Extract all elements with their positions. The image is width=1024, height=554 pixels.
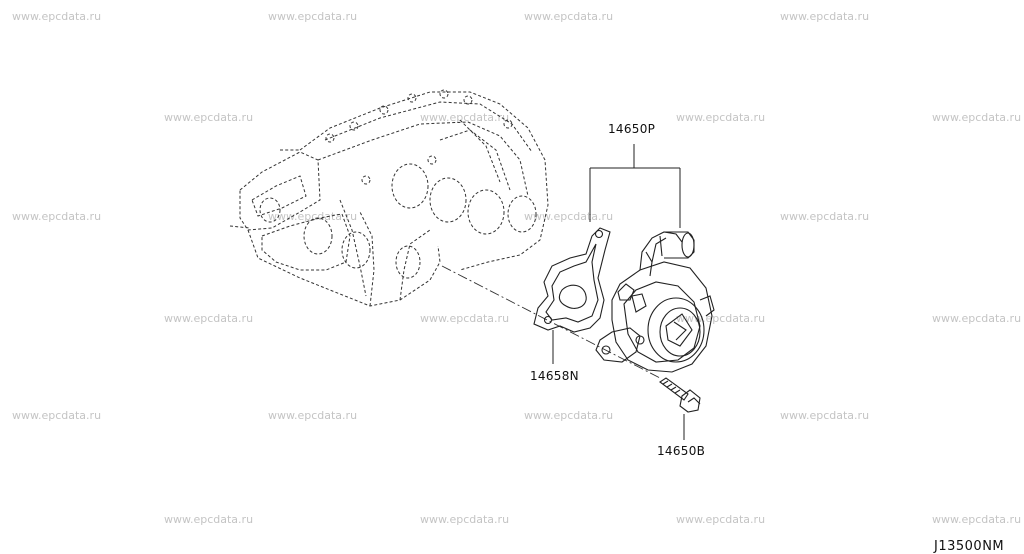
watermark: www.epcdata.ru: [780, 409, 869, 422]
watermark: www.epcdata.ru: [420, 312, 509, 325]
watermark: www.epcdata.ru: [12, 210, 101, 223]
watermark: www.epcdata.ru: [524, 10, 613, 23]
watermark: www.epcdata.ru: [780, 210, 869, 223]
diagram-code: J13500NM: [933, 539, 1004, 554]
bolt-shape: [659, 377, 701, 413]
watermark: www.epcdata.ru: [780, 10, 869, 23]
gasket-shape: [533, 227, 611, 333]
part-label-gasket[interactable]: 14658N: [530, 369, 579, 383]
engine-block-outline: [229, 89, 549, 307]
part-label-vacuum-pump[interactable]: 14650P: [608, 122, 655, 136]
watermark: www.epcdata.ru: [932, 513, 1021, 526]
watermark: www.epcdata.ru: [524, 210, 613, 223]
watermark: www.epcdata.ru: [268, 210, 357, 223]
watermark: www.epcdata.ru: [676, 111, 765, 124]
watermark: www.epcdata.ru: [676, 513, 765, 526]
watermark: www.epcdata.ru: [268, 10, 357, 23]
watermark-layer: www.epcdata.ru www.epcdata.ru www.epcdat…: [12, 10, 1021, 526]
vacuum-pump-shape: [595, 231, 715, 373]
watermark: www.epcdata.ru: [420, 111, 509, 124]
watermark: www.epcdata.ru: [12, 10, 101, 23]
part-label-bolt[interactable]: 14650B: [657, 444, 705, 458]
watermark: www.epcdata.ru: [268, 409, 357, 422]
watermark: www.epcdata.ru: [932, 312, 1021, 325]
watermark: www.epcdata.ru: [676, 312, 765, 325]
watermark: www.epcdata.ru: [524, 409, 613, 422]
watermark: www.epcdata.ru: [12, 409, 101, 422]
leader-lines: [552, 144, 685, 440]
watermark: www.epcdata.ru: [164, 111, 253, 124]
watermark: www.epcdata.ru: [420, 513, 509, 526]
watermark: www.epcdata.ru: [164, 312, 253, 325]
watermark: www.epcdata.ru: [932, 111, 1021, 124]
watermark: www.epcdata.ru: [164, 513, 253, 526]
